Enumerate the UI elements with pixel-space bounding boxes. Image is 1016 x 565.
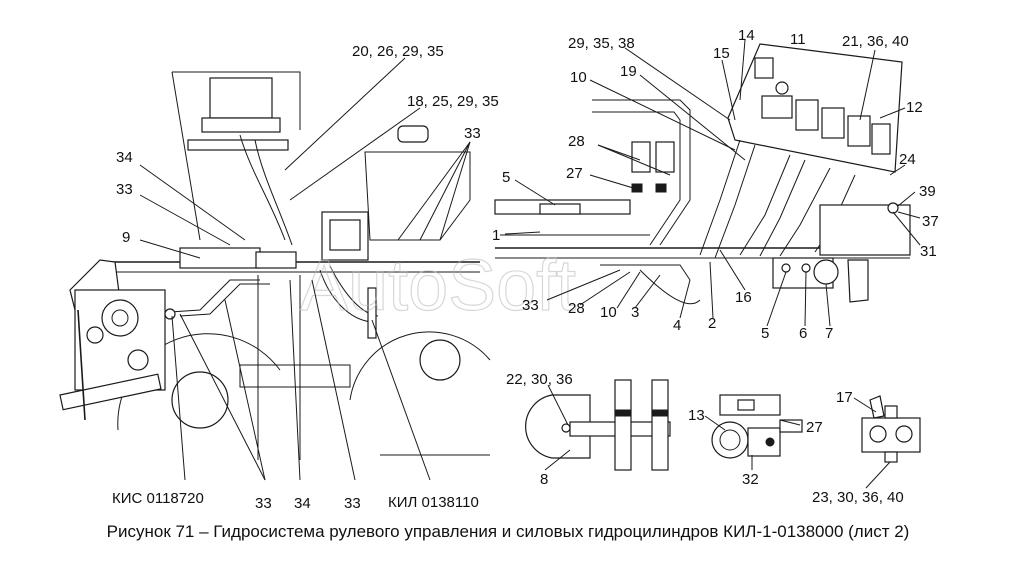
callout-24: 24: [899, 151, 916, 168]
callout-23-30-36-40: 23, 30, 36, 40: [812, 489, 904, 506]
reference-kis: КИС 0118720: [112, 490, 204, 507]
callout-labels: 20, 26, 29, 35 18, 25, 29, 35 33 34 33 9…: [116, 27, 939, 512]
callout-16: 16: [735, 289, 752, 306]
callout-37: 37: [922, 213, 939, 230]
callout-28-mid: 28: [568, 300, 585, 317]
callout-19: 19: [620, 63, 637, 80]
callout-1: 1: [492, 227, 500, 244]
callout-12: 12: [906, 99, 923, 116]
callout-10-top: 10: [570, 69, 587, 86]
callout-34-left: 34: [116, 149, 133, 166]
figure-caption: Рисунок 71 – Гидросистема рулевого управ…: [106, 522, 910, 541]
leader-lines: [139, 39, 921, 489]
detail-view-17: [861, 395, 921, 463]
callout-27-top: 27: [566, 165, 583, 182]
callout-3: 3: [631, 304, 639, 321]
callout-17: 17: [836, 389, 853, 406]
callout-33-bottom-b: 33: [344, 495, 361, 512]
callout-5-top: 5: [502, 169, 510, 186]
callout-4: 4: [673, 317, 681, 334]
callout-33-mid: 33: [522, 297, 539, 314]
callout-31: 31: [920, 243, 937, 260]
callout-33-bottom-a: 33: [255, 495, 272, 512]
detail-view-8: [525, 379, 671, 471]
callout-13: 13: [688, 407, 705, 424]
callout-14: 14: [738, 27, 755, 44]
callout-32: 32: [742, 471, 759, 488]
callout-22-30-36: 22, 30, 36: [506, 371, 573, 388]
callout-33-top: 33: [464, 125, 481, 142]
callout-2: 2: [708, 315, 716, 332]
detail-view-13-32: [711, 394, 803, 459]
callout-27-bottom: 27: [806, 419, 823, 436]
reference-kil: КИЛ 0138110: [388, 494, 479, 511]
callout-28-top: 28: [568, 133, 585, 150]
watermark-text: AutoSoft: [300, 246, 576, 326]
callout-21-36-40: 21, 36, 40: [842, 33, 909, 50]
callout-9: 9: [122, 229, 130, 246]
callout-34-bottom: 34: [294, 495, 311, 512]
callout-33-left: 33: [116, 181, 133, 198]
callout-11: 11: [790, 31, 806, 48]
callout-18-25-29-35: 18, 25, 29, 35: [407, 93, 499, 110]
callout-8: 8: [540, 471, 548, 488]
callout-39: 39: [919, 183, 936, 200]
callout-10-mid: 10: [600, 304, 617, 321]
callout-6: 6: [799, 325, 807, 342]
callout-15: 15: [713, 45, 730, 62]
callout-29-35-38: 29, 35, 38: [568, 35, 635, 52]
callout-5-mid: 5: [761, 325, 769, 342]
callout-20-26-29-35: 20, 26, 29, 35: [352, 43, 444, 60]
callout-7: 7: [825, 325, 833, 342]
